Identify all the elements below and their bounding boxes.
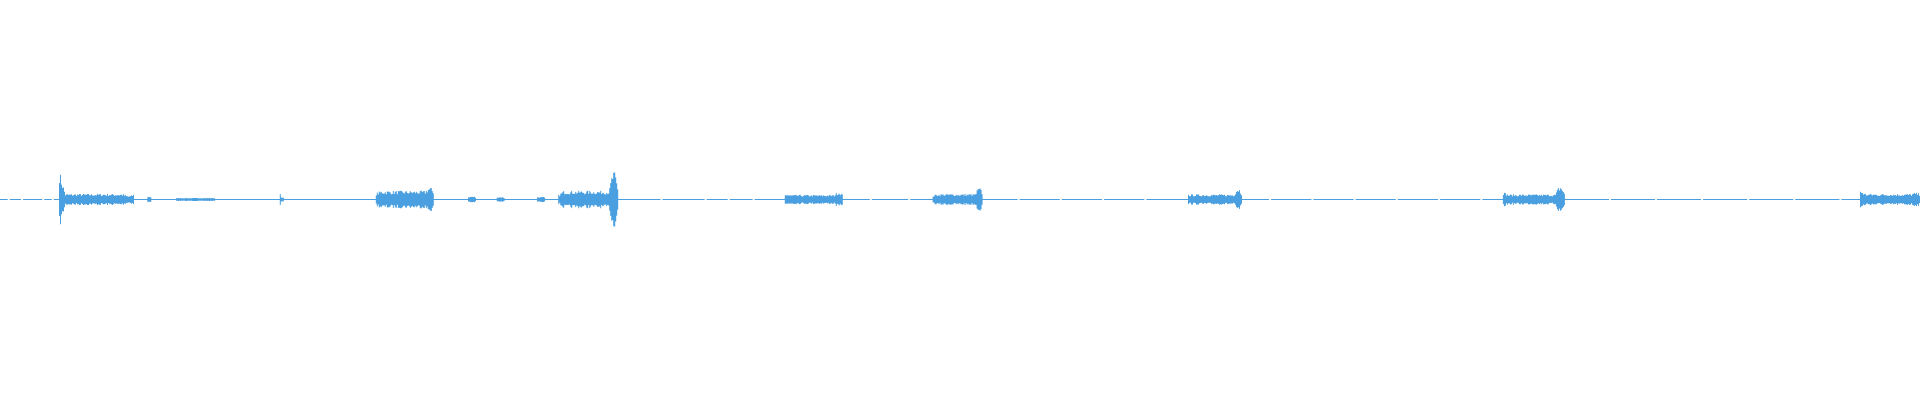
waveform-gap	[1102, 198, 1105, 202]
waveform-gap	[51, 198, 54, 202]
waveform-segment	[1860, 191, 1920, 208]
waveform-segment	[375, 188, 434, 211]
waveform-gap	[1480, 198, 1483, 202]
waveform-segment	[496, 197, 505, 202]
waveform-gap	[752, 198, 755, 202]
waveform-gap	[908, 198, 911, 202]
waveform-gap	[704, 198, 707, 202]
waveform-segment	[147, 196, 152, 203]
waveform-gap	[42, 198, 45, 202]
waveform-gap	[7, 198, 10, 202]
waveform-gap	[1311, 198, 1314, 202]
waveform-segment	[537, 197, 546, 202]
waveform-segment	[279, 194, 284, 205]
waveform-gap	[1395, 198, 1398, 202]
waveform-gap	[1269, 198, 1272, 202]
waveform-segment	[784, 193, 843, 206]
waveform-gap	[1017, 198, 1020, 202]
waveform-gap	[1609, 198, 1611, 202]
waveform-gap	[1655, 198, 1657, 202]
waveform-segment	[176, 198, 216, 201]
waveform-gap	[21, 198, 24, 202]
waveform-gap	[869, 198, 872, 202]
waveform-gap	[1353, 198, 1356, 202]
waveform-segment	[468, 196, 476, 203]
waveform-segment	[1502, 188, 1565, 211]
waveform-gap	[660, 198, 663, 202]
waveform-segment	[59, 174, 134, 225]
waveform-segment	[932, 188, 983, 211]
waveform-gap	[727, 198, 730, 202]
waveform-segment	[558, 172, 619, 227]
waveform-gap	[1438, 198, 1441, 202]
waveform-segment	[1188, 190, 1242, 209]
waveform-gap	[1839, 198, 1842, 202]
waveform-gaps	[7, 198, 1842, 202]
waveform-gap	[1701, 198, 1704, 202]
waveform-gap	[1747, 198, 1750, 202]
waveform-gap	[1793, 198, 1796, 202]
waveform-gap	[1144, 198, 1147, 202]
waveform-gap	[1059, 198, 1062, 202]
waveform-segments	[59, 172, 1920, 227]
